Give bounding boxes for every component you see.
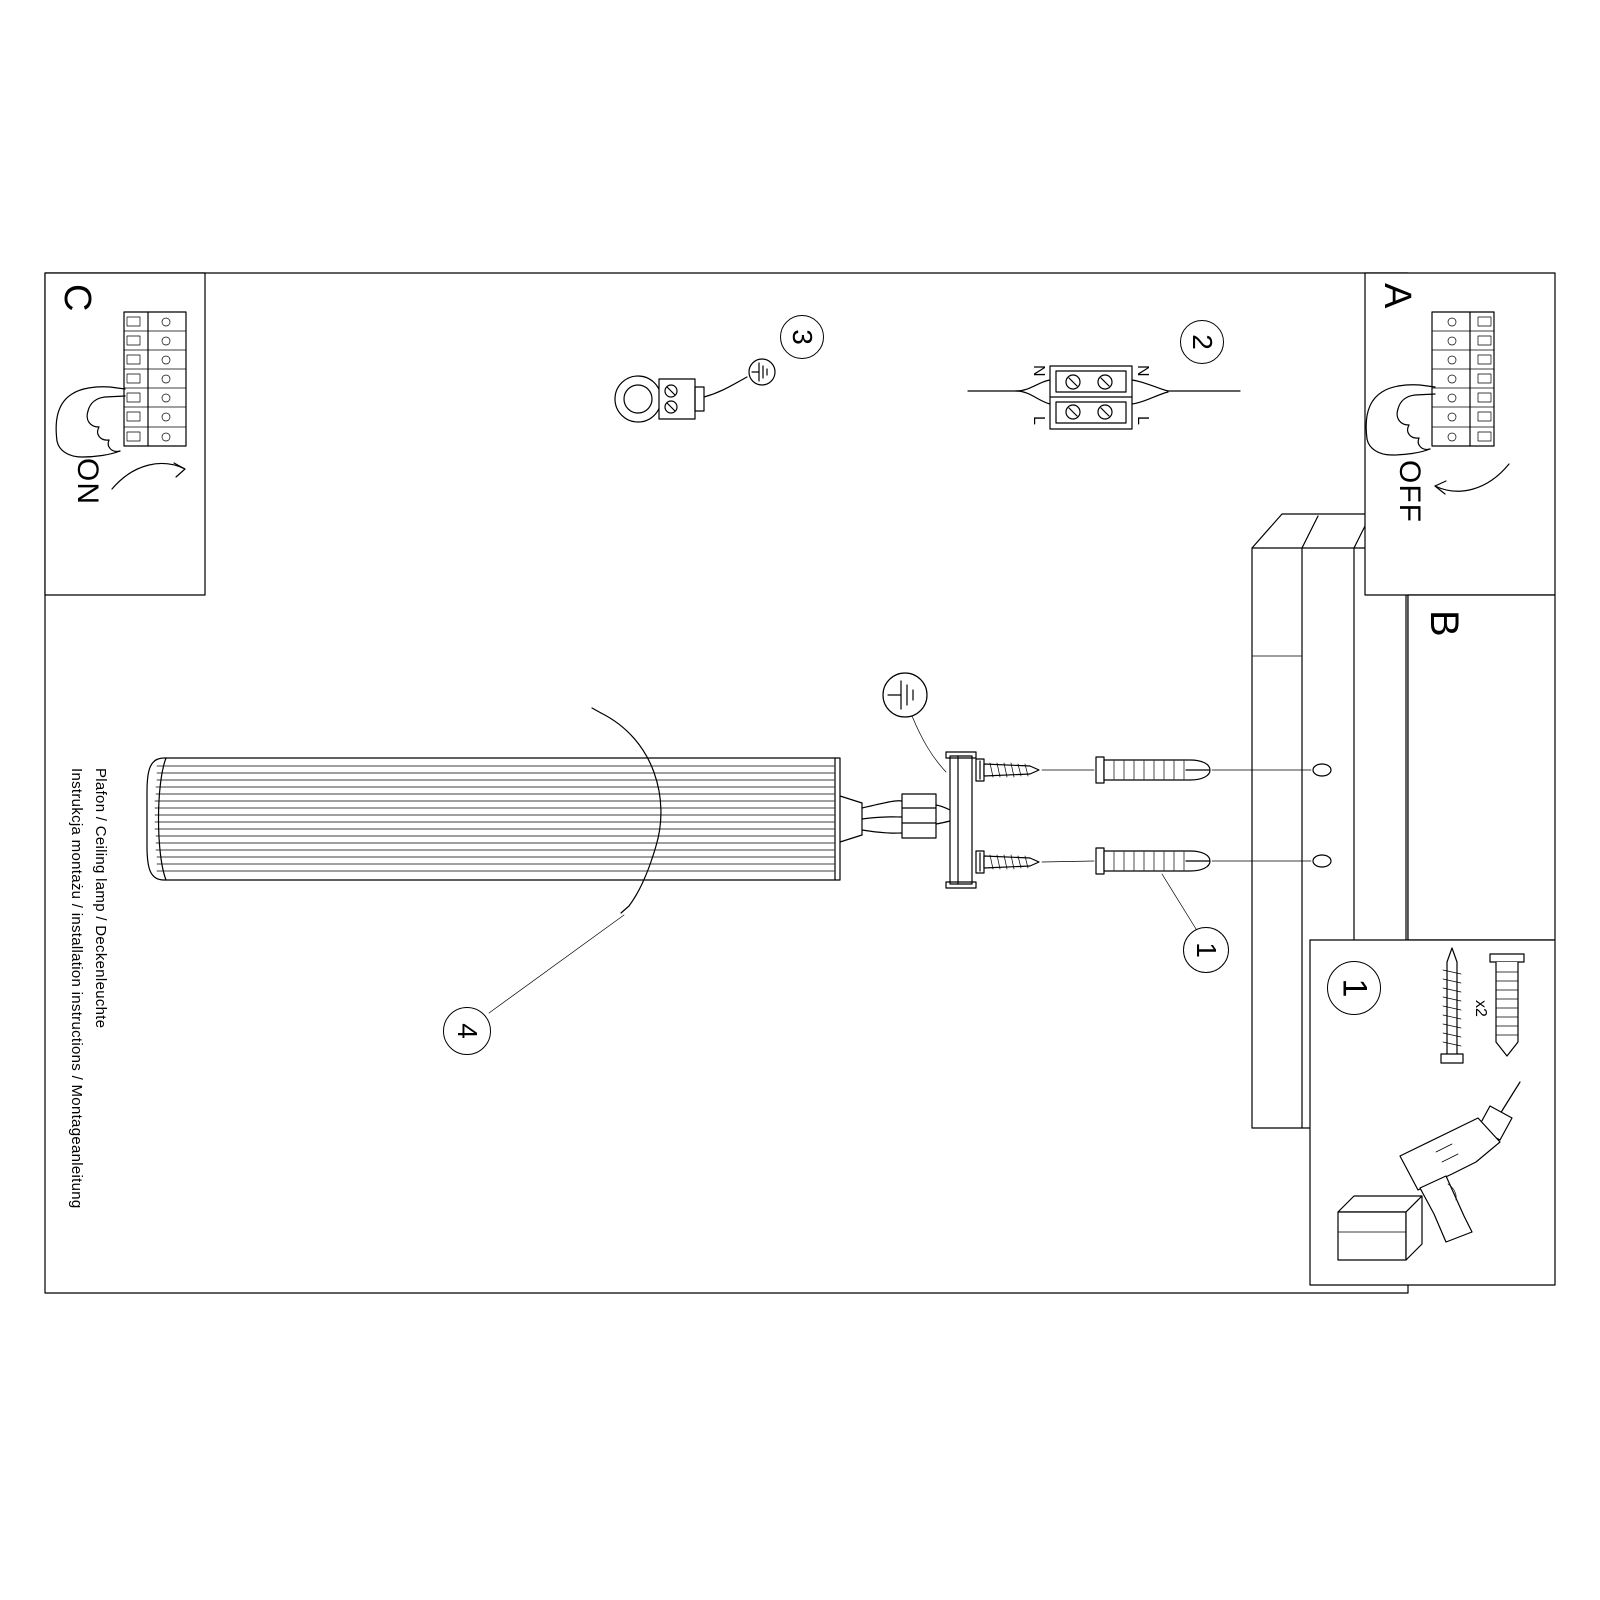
rotate-arrow-icon xyxy=(111,462,186,490)
drill-icon xyxy=(1337,1081,1521,1261)
switch-off-label: OFF xyxy=(1393,460,1426,523)
step-1-callout: 1 xyxy=(1183,927,1229,973)
wire-live-label: L xyxy=(1134,416,1151,425)
panel-a-label: A xyxy=(1376,283,1418,309)
rotate-arrow-a-icon xyxy=(1434,463,1510,495)
canopy-assembly-drawing xyxy=(839,751,977,889)
mounting-screw-icon xyxy=(975,758,1040,782)
hardware-quantity-label: x2 xyxy=(1472,1000,1489,1017)
ground-symbol-icon xyxy=(882,672,947,773)
alignment-leader-lines xyxy=(1041,769,1312,930)
connector-strip-a-drawing xyxy=(1431,311,1495,447)
footer-product-line: Plafon / Ceiling lamp / Deckenleuchte xyxy=(92,768,109,1029)
step-2-callout: 2 xyxy=(1180,320,1224,364)
panel-c-label: C xyxy=(56,284,98,312)
connector-strip-c-drawing xyxy=(123,311,187,447)
step-3-callout: 3 xyxy=(780,315,824,359)
hardware-panel-number: 1 xyxy=(1327,961,1381,1015)
lamp-holder-drawing xyxy=(614,375,748,423)
pressing-hand-icon xyxy=(55,386,126,458)
footer-instructions-line: Instrukcja montażu / installation instru… xyxy=(68,768,85,1209)
screw-anchor-kit-drawing xyxy=(1440,947,1525,1064)
switch-on-label: ON xyxy=(71,458,104,505)
wall-anchor-icon xyxy=(1095,756,1211,784)
lamp-tube-drawing xyxy=(146,757,841,881)
ground-symbol-small-icon xyxy=(748,358,776,386)
panel-b-label: B xyxy=(1422,610,1466,637)
step-4-callout: 4 xyxy=(443,1007,491,1055)
wire-neutral-label: N xyxy=(1030,365,1047,377)
wire-live-label: L xyxy=(1030,416,1047,425)
terminal-block-drawing xyxy=(967,365,1241,430)
hanging-cable-drawing xyxy=(488,707,662,1014)
wire-neutral-label: N xyxy=(1134,365,1151,377)
